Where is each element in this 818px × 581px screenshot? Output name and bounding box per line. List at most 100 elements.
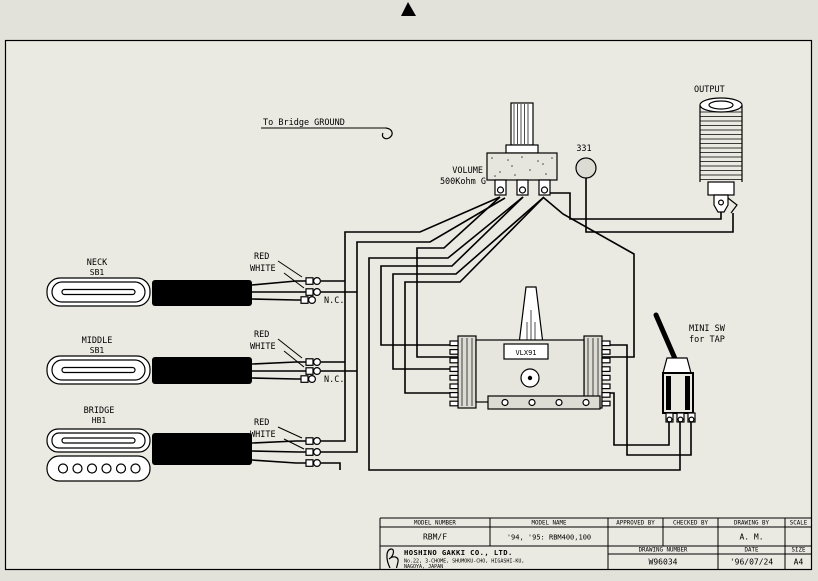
approved-by-label: APPROVED BY — [616, 521, 655, 527]
toggle-body-side — [666, 376, 671, 410]
mounting-hole — [582, 398, 590, 407]
wire — [321, 462, 341, 470]
label-leader-line — [277, 260, 303, 278]
hoshino-logo — [386, 548, 399, 569]
model-name-value: '94, '95: RBM400,100 — [507, 534, 591, 542]
pickup-neck-body — [46, 277, 151, 307]
middle-red-label: RED — [254, 330, 269, 340]
wiring-harness — [251, 178, 734, 471]
selector-mounting-plate — [487, 395, 601, 410]
polepiece — [115, 463, 127, 474]
drawing-number-value: W96034 — [649, 558, 678, 567]
wire — [543, 197, 635, 358]
volume-lug-hole — [518, 186, 527, 194]
size-label: SIZE — [792, 548, 806, 554]
selector-teeth-left — [449, 340, 459, 407]
crimp-terminal — [305, 459, 322, 468]
selector-switch: VLX91 — [449, 286, 611, 410]
volume-lug-hole — [540, 186, 549, 194]
wire — [251, 280, 308, 286]
toggle-terminal-hole — [666, 416, 673, 423]
date-value: '96/07/24 — [730, 558, 774, 567]
selector-teeth-right — [601, 340, 611, 407]
drawing-by-label: DRAWING BY — [734, 521, 769, 527]
bridge-red-label: RED — [254, 418, 269, 428]
drawing-number-label: DRAWING NUMBER — [639, 548, 688, 554]
company-address-line1: No.22, 3-CHOME, SHUMOKU-CHO, HIGASHI-KU, — [404, 559, 524, 565]
neck-white-label: WHITE — [250, 264, 276, 274]
capacitor-331: 331 — [575, 144, 597, 179]
mounting-hole — [555, 398, 563, 407]
jack-neck — [707, 181, 735, 196]
crimp-terminal — [305, 448, 322, 457]
crimp-terminals — [300, 277, 322, 468]
middle-white-label: WHITE — [250, 342, 276, 352]
toggle-lever — [653, 312, 679, 364]
wire — [549, 192, 722, 220]
date-label: DATE — [745, 548, 759, 554]
volume-pot: VOLUME 500Kohm G — [440, 102, 558, 196]
label-leader-line — [283, 272, 305, 289]
wire — [251, 450, 308, 453]
volume-body — [486, 152, 558, 181]
toggle-body-side — [685, 376, 690, 410]
capacitor-disc — [575, 157, 597, 179]
title-block-hlines — [380, 517, 812, 555]
crimp-terminal — [305, 277, 322, 286]
checked-by-label: CHECKED BY — [673, 521, 708, 527]
jack-opening-inner — [708, 100, 734, 110]
pickup-bridge-coil2 — [46, 455, 151, 482]
wire — [368, 196, 681, 471]
crimp-terminal — [305, 288, 322, 297]
neck-nc-label: N.C. — [324, 296, 344, 306]
wire — [404, 196, 545, 394]
polepiece — [72, 463, 83, 474]
wire — [251, 361, 308, 365]
pickup-middle-body — [46, 355, 151, 385]
pickup-cable-neck — [152, 280, 252, 306]
pickup-neck-model-label: SB1 — [90, 268, 105, 277]
volume-bushing — [505, 144, 539, 154]
pickup-bridge: BRIDGE HB1 RED WHITE — [46, 406, 305, 482]
output-jack: OUTPUT — [694, 85, 743, 214]
wire — [585, 178, 734, 233]
pickup-middle-position-label: MIDDLE — [82, 336, 113, 346]
crimp-terminal — [305, 358, 322, 367]
pickup-bridge-coil1-slot — [61, 437, 136, 444]
wire — [251, 459, 308, 464]
toggle-bushing — [662, 357, 692, 374]
volume-label: VOLUME — [452, 166, 483, 176]
label-leader-line — [283, 350, 305, 368]
wire — [380, 196, 524, 346]
pickup-cable-bridge — [152, 433, 252, 465]
ground-hook-symbol — [381, 127, 393, 140]
mini-toggle-switch: MINI SW for TAP — [653, 312, 726, 423]
bridge-ground-callout: To Bridge GROUND — [261, 118, 393, 140]
jack-lug-hole — [717, 199, 724, 206]
polepiece — [101, 463, 112, 474]
pickup-neck-slot — [61, 288, 136, 296]
neck-red-label: RED — [254, 252, 269, 262]
mounting-hole — [501, 398, 509, 407]
orientation-marker — [401, 2, 416, 16]
mini-switch-label-line2: for TAP — [689, 335, 725, 345]
size-value: A4 — [794, 558, 804, 567]
wire — [601, 344, 692, 456]
title-block-vlines — [379, 518, 786, 570]
bridge-white-label: WHITE — [250, 430, 276, 440]
volume-value-label: 500Kohm G — [440, 177, 486, 187]
scale-label: SCALE — [790, 521, 808, 527]
pickup-middle-model-label: SB1 — [90, 346, 105, 355]
drawing-by-value: A. M. — [739, 533, 763, 542]
jack-opening — [699, 97, 743, 113]
polepiece — [130, 463, 141, 474]
wire — [251, 440, 308, 444]
crimp-terminal — [300, 375, 317, 384]
polepiece — [86, 463, 98, 474]
wire — [416, 196, 501, 358]
mounting-hole — [528, 398, 536, 407]
toggle-terminal-hole — [688, 416, 695, 423]
pickup-neck-position-label: NECK — [87, 258, 108, 268]
pickup-bridge-model-label: HB1 — [92, 416, 107, 425]
model-number-value: RBM/F — [423, 533, 447, 542]
